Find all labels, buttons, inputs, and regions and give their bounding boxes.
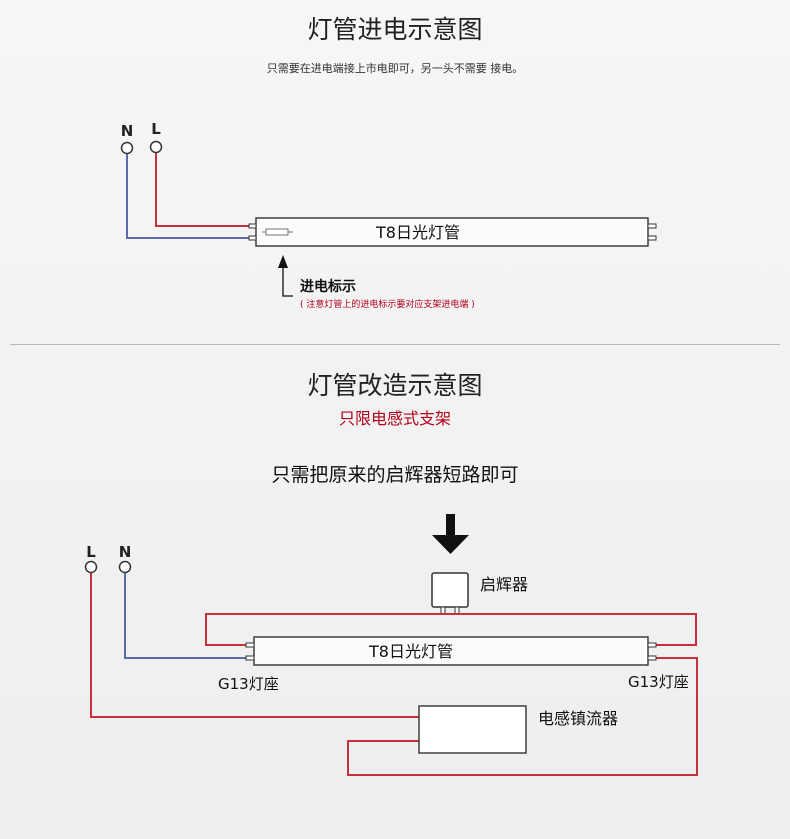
terminal-n-label: N: [121, 122, 134, 140]
tube-right-pin-bottom: [647, 235, 657, 241]
tube-right-pin-top: [647, 223, 657, 229]
section2-t8-tube: T8日光灯管: [245, 636, 657, 666]
t8-tube: T8日光灯管: [248, 217, 657, 247]
section1-title: 灯管进电示意图: [307, 15, 483, 44]
section2-terminal-n-circle: [118, 560, 132, 574]
input-mark-label: 进电标示: [300, 278, 356, 295]
tube-left-pin-bottom: [248, 235, 257, 241]
socket-right-label: G13灯座: [628, 673, 689, 691]
section2-tube-right-pin-bottom: [647, 655, 657, 661]
section1-tube-label: T8日光灯管: [375, 223, 460, 242]
section2-terminal-l-label: L: [86, 543, 96, 561]
section2-neutral-wire: [124, 573, 248, 659]
terminal-n-circle: [120, 141, 134, 155]
tube-left-pin-top: [248, 223, 257, 229]
section2-tube-label: T8日光灯管: [368, 642, 453, 661]
section2-instruction: 只需把原来的启辉器短路即可: [271, 464, 519, 486]
starter: [431, 572, 469, 615]
live-wire: [155, 153, 250, 227]
section2-tube-right-pin-top: [647, 642, 657, 648]
section2-live-wire: [90, 573, 419, 718]
section-divider: [10, 344, 780, 345]
section1-subtitle: 只需要在进电端接上市电即可，另一头不需要 接电。: [266, 62, 524, 75]
neutral-wire: [126, 154, 250, 239]
ballast-return-wire: [347, 657, 698, 776]
starter-short-wire: [205, 613, 697, 646]
terminal-l-circle: [149, 140, 163, 154]
section2-restriction: 只限电感式支架: [338, 409, 451, 428]
ballast: [418, 705, 527, 754]
section2-terminal-n-label: N: [119, 543, 132, 561]
starter-label: 启辉器: [480, 575, 528, 594]
input-wiring-diagram: N L T8日光灯管 进电标示 ( 注意灯管上的进电标示要对应支架进电端 ): [120, 120, 657, 310]
up-arrow-icon: [278, 255, 293, 297]
ballast-label: 电感镇流器: [538, 709, 618, 728]
socket-left-label: G13灯座: [218, 675, 279, 693]
section2-tube-left-pin-bottom: [245, 655, 255, 661]
section2-terminal-l-circle: [84, 560, 98, 574]
input-mark-note: ( 注意灯管上的进电标示要对应支架进电端 ): [300, 298, 475, 310]
down-arrow-icon: [432, 514, 469, 554]
section2-tube-left-pin-top: [245, 642, 255, 648]
section2-title: 灯管改造示意图: [307, 371, 483, 400]
terminal-l-label: L: [151, 120, 161, 138]
